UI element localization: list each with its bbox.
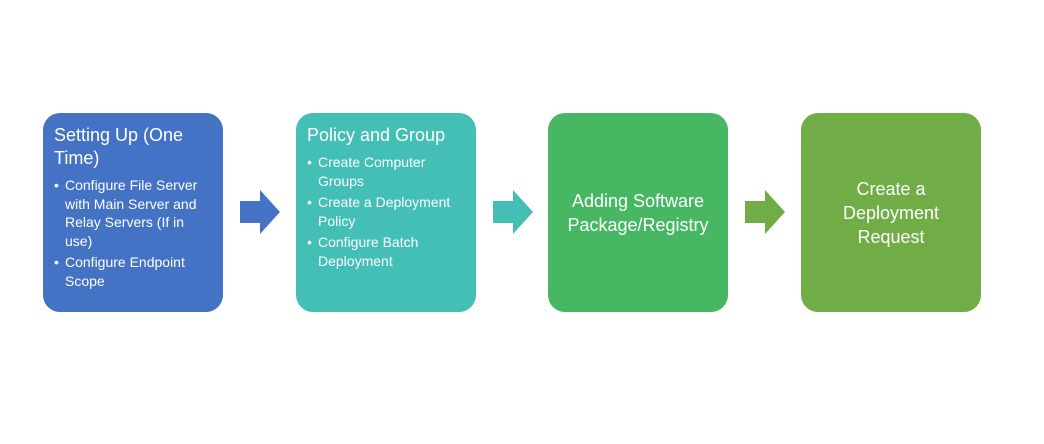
step-policy-content: Policy and Group Create Computer Groups … — [296, 113, 476, 270]
step-title: Create a Deployment Request — [842, 178, 940, 247]
arrow-shape — [240, 190, 280, 234]
step-policy-and-group: Policy and Group Create Computer Groups … — [296, 113, 476, 312]
step-task-list: Configure File Server with Main Server a… — [54, 176, 213, 290]
step-task-item: Create a Deployment Policy — [307, 193, 466, 230]
step-task-item: Configure Endpoint Scope — [54, 253, 213, 290]
step-setting-up-content: Setting Up (One Time) Configure File Ser… — [43, 113, 223, 290]
step-title: Setting Up (One Time) — [54, 125, 184, 168]
right-arrow-icon — [493, 190, 533, 234]
right-arrow-icon — [745, 190, 785, 234]
step-title: Policy and Group — [307, 125, 446, 145]
step-adding-software: Adding Software Package/Registry — [548, 113, 728, 312]
step-deployment-request: Create a Deployment Request — [801, 113, 981, 312]
step-title: Adding Software Package/Registry — [567, 190, 709, 235]
step-task-item: Create Computer Groups — [307, 153, 466, 190]
arrow-shape — [493, 190, 533, 234]
right-arrow-icon — [240, 190, 280, 234]
step-task-list: Create Computer Groups Create a Deployme… — [307, 153, 466, 270]
arrow-shape — [745, 190, 785, 234]
step-task-item: Configure Batch Deployment — [307, 233, 466, 270]
step-task-item: Configure File Server with Main Server a… — [54, 176, 213, 250]
step-setting-up: Setting Up (One Time) Configure File Ser… — [43, 113, 223, 312]
